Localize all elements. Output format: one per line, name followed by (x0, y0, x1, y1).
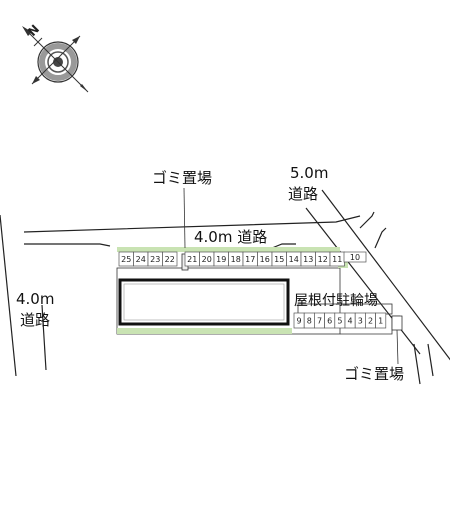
parking-slot-label-9: 9 (297, 317, 302, 326)
road-top-lower-edge (24, 243, 111, 247)
road-4m-left-width: 4.0m (16, 290, 55, 308)
parking-slot-10-box (343, 251, 367, 263)
parking-slot-label-24: 24 (136, 255, 146, 264)
garbage-label-right: ゴミ置場 (344, 365, 405, 383)
parking-slot-label-4: 4 (348, 317, 353, 326)
parking-slot-label-13: 13 (303, 255, 313, 264)
compass-north-letter: N (25, 22, 42, 39)
parking-slot-label-19: 19 (216, 255, 226, 264)
parking-slot-label-8: 8 (307, 317, 312, 326)
parking-slot-label-7: 7 (317, 317, 322, 326)
garbage-leader-right (396, 329, 399, 365)
road-5m-name: 道路 (288, 185, 319, 203)
parking-slot-22 (162, 251, 178, 267)
green-strip-top (117, 247, 340, 252)
parking-slot-label-1: 1 (378, 317, 383, 326)
building-inner (123, 283, 285, 321)
garbage-label-top: ゴミ置場 (152, 169, 213, 187)
building (118, 278, 290, 326)
road-diag-edge-1 (321, 189, 450, 361)
parking-slot-label-23: 23 (150, 255, 160, 264)
parking-slot-label-12: 12 (318, 255, 328, 264)
parking-top-row: 25 24 23 22 21 20 19 18 17 16 15 14 13 12 11 (118, 251, 345, 267)
parking-slot-label-18: 18 (231, 255, 241, 264)
road-diag-stub-top (359, 211, 375, 229)
parking-slot-label-11: 11 (332, 255, 342, 264)
parking-slot-label-6: 6 (327, 317, 332, 326)
garbage-leader-top (183, 187, 186, 249)
parking-slot-label-14: 14 (289, 255, 299, 264)
road-diag-edge-2 (305, 207, 421, 355)
road-top-connector (271, 243, 296, 249)
road-4m-top: 4.0m 道路 (194, 228, 268, 246)
parking-slot-label-25: 25 (121, 255, 131, 264)
road-4m-left-name: 道路 (20, 311, 51, 329)
parking-slot-label-20: 20 (202, 255, 212, 264)
bicycle-parking-label: 屋根付駐輪場 (294, 293, 378, 309)
road-left-edge-1 (0, 214, 17, 377)
garbage-area-right (391, 315, 403, 331)
parking-slot-label-17: 17 (245, 255, 255, 264)
parking-slot-label-21: 21 (187, 255, 197, 264)
road-top-upper-edge (23, 215, 361, 233)
parking-slot-1 (375, 312, 387, 329)
parking-slot-label-5: 5 (337, 317, 342, 326)
road-5m-width: 5.0m (290, 164, 329, 182)
parking-slot-10-label: 10 (350, 253, 360, 262)
green-strip-bottom (117, 328, 292, 334)
parking-slot-label-15: 15 (274, 255, 284, 264)
road-diag-bottom-2 (427, 343, 434, 377)
compass-rose-icon (22, 26, 89, 93)
parking-slot-label-2: 2 (368, 317, 373, 326)
road-diag-bottom-1 (413, 343, 421, 385)
parking-slot-label-22: 22 (165, 255, 175, 264)
road-diag-stub-right (374, 227, 387, 249)
road-left-edge-2 (41, 304, 47, 371)
parking-slot-label-3: 3 (358, 317, 363, 326)
parking-slot-label-16: 16 (260, 255, 270, 264)
